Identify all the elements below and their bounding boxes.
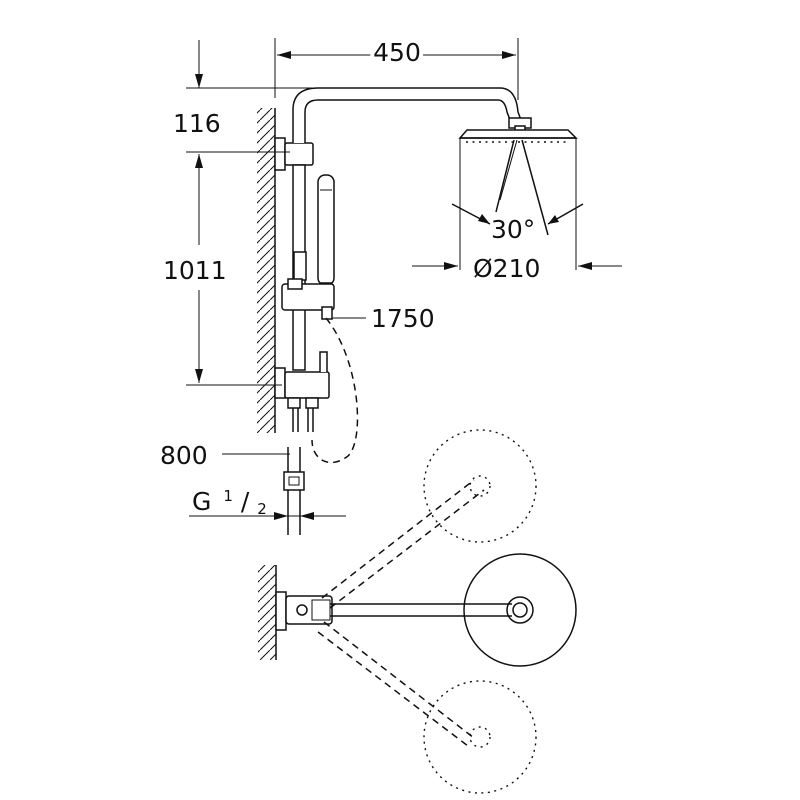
slider-holder [281,251,335,320]
shower-head-top-upper [423,429,537,543]
side-view: 450 116 1011 1750 30° [160,34,622,535]
spray-angle-lines [451,139,584,236]
shower-head-top-center [463,553,577,667]
dimension-wall-offset: 116 [173,40,312,138]
dimension-inlet-distance: 800 [160,441,290,470]
mixer-body [274,351,330,432]
thread-label: G 1 / 2 [192,478,267,518]
dimension-hose-length: 1750 [332,304,435,333]
hose [311,317,359,464]
arm-straight [330,603,512,617]
wall-top-view [258,565,277,660]
shower-head-top-lower [423,680,537,794]
dimension-thread: G 1 / 2 [189,478,346,520]
inlet-pipe [283,447,305,535]
thread-numerator: 1 [223,487,233,505]
dimension-arm-length: 450 [274,34,519,100]
wall-offset-label: 116 [173,109,221,138]
top-view [258,429,577,794]
hose-length-label: 1750 [371,304,435,333]
thread-denominator: 2 [257,500,267,518]
bracket-top-view [275,591,333,631]
inlet-distance-label: 800 [160,441,208,470]
hand-shower [317,174,335,292]
head-diameter-label: Ø210 [473,254,540,283]
spray-angle-label: 30° [491,215,535,244]
thread-slash: / [241,487,250,516]
dimension-rail-height: 1011 [163,151,290,386]
dimension-head-diameter: Ø210 [412,254,622,283]
wall-side-view [257,108,276,433]
arm-swing-upper [321,479,485,609]
arm-swing-lower [317,621,475,747]
rail-height-label: 1011 [163,256,227,285]
shower-head-side [458,129,578,270]
arm-length-label: 450 [373,38,421,67]
thread-prefix: G [192,487,211,516]
